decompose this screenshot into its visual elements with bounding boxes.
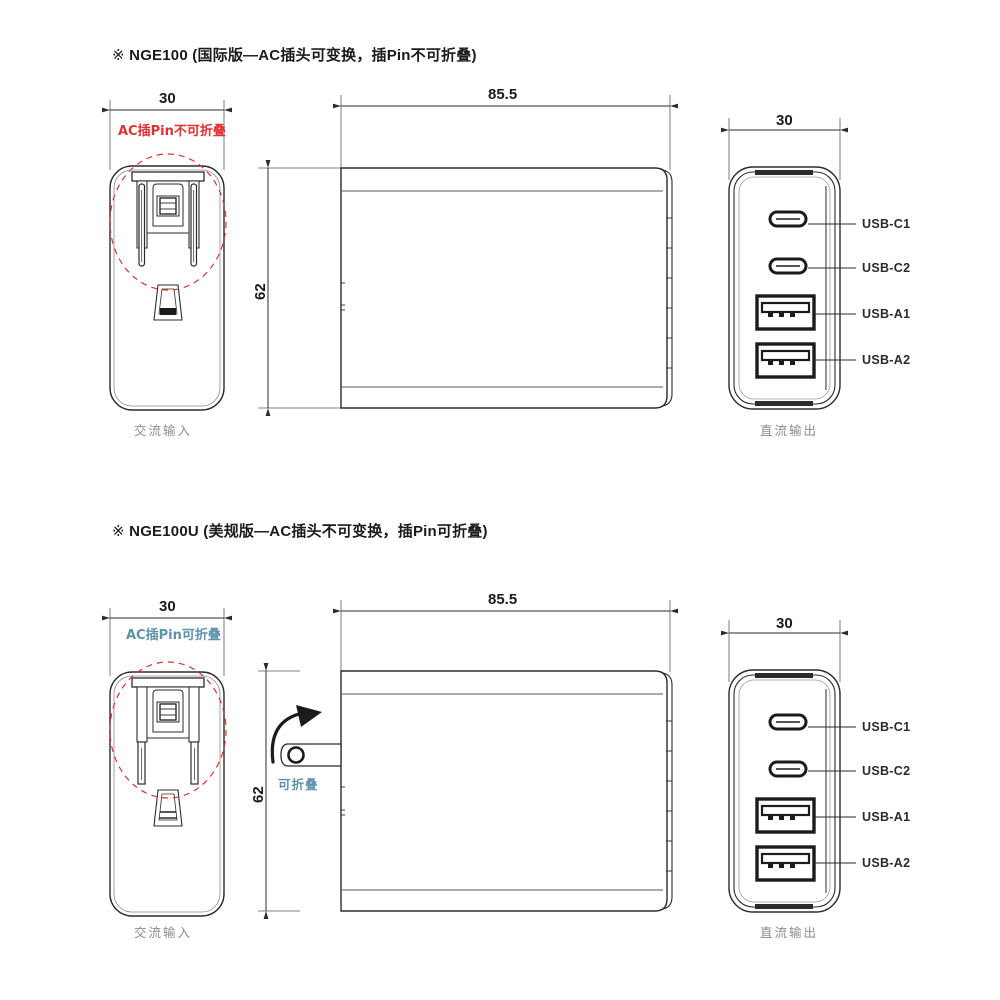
dim-label-right-width-2: 30: [776, 615, 793, 632]
heading-mark: ※: [112, 47, 125, 64]
callout-text-blue-2: AC插Pin可折叠: [126, 628, 221, 643]
section-heading-nge100: ※ NGE100 (国际版—AC插头可变换，插Pin不可折叠): [112, 44, 477, 65]
port-label-usb-c1-1: USB-C1: [862, 217, 911, 231]
view-front-1: [258, 95, 678, 416]
dim-label-left-width-1: 30: [159, 90, 176, 107]
port-label-usb-a1-1: USB-A1: [862, 307, 911, 321]
dim-label-front-height-2: 62: [250, 786, 267, 803]
view-left-ac-input-1: [102, 100, 232, 411]
dim-width-855-2: [333, 600, 678, 672]
port-usb-c2-2: [768, 760, 856, 778]
dim-width-30-right-2: [721, 620, 848, 682]
heading-description-2: (美规版—AC插头不可变换，插Pin可折叠): [203, 523, 488, 540]
port-usb-a2-2: [755, 845, 856, 882]
port-usb-a1-2: [755, 797, 856, 834]
port-label-usb-c2-2: USB-C2: [862, 764, 911, 778]
dim-label-left-width-2: 30: [159, 598, 176, 615]
callout-ellipse-red-1: [109, 153, 227, 291]
fold-out-plug-2: [280, 743, 342, 767]
caption-ac-input-1: 交流输入: [134, 423, 193, 438]
dim-width-855-1: [333, 95, 678, 170]
callout-ellipse-red-2: [109, 661, 227, 799]
port-label-usb-a1-2: USB-A1: [862, 810, 911, 824]
dim-label-front-width-2: 85.5: [488, 591, 518, 608]
view-left-ac-input-2: [102, 608, 232, 917]
view-front-2: [258, 600, 678, 919]
fold-rotation-arrow-2: [270, 705, 322, 764]
port-usb-c2-1: [768, 257, 856, 275]
heading-description: (国际版—AC插头可变换，插Pin不可折叠): [192, 47, 477, 64]
view-right-dc-output-2: [721, 620, 856, 913]
dim-width-30-left-1: [102, 100, 232, 170]
callout-text-red-1: AC插Pin不可折叠: [118, 124, 226, 139]
section-heading-nge100u: ※ NGE100U (美规版—AC插头不可变换，插Pin可折叠): [112, 520, 488, 541]
dim-height-62-2: [258, 663, 300, 919]
port-usb-a1-1: [755, 294, 856, 331]
housing-outline-front-2: [340, 670, 673, 912]
housing-outline-front-1: [340, 167, 673, 409]
fold-note-text-2: 可折叠: [278, 777, 319, 792]
port-label-usb-c2-1: USB-C2: [862, 261, 911, 275]
dim-width-30-left-2: [102, 608, 232, 676]
port-usb-a2-1: [755, 342, 856, 379]
dim-width-30-right-1: [721, 118, 848, 180]
port-usb-c1-2: [768, 713, 856, 731]
caption-dc-output-1: 直流输出: [760, 423, 819, 438]
heading-model: NGE100: [129, 47, 188, 64]
heading-mark-2: ※: [112, 523, 125, 540]
caption-dc-output-2: 直流输出: [760, 925, 819, 940]
port-label-usb-a2-1: USB-A2: [862, 353, 911, 367]
dim-label-right-width-1: 30: [776, 112, 793, 129]
heading-model-2: NGE100U: [129, 523, 199, 540]
ac-plug-eu-1: [131, 171, 205, 267]
caption-ac-input-2: 交流输入: [134, 925, 193, 940]
port-label-usb-a2-2: USB-A2: [862, 856, 911, 870]
port-usb-c1-1: [768, 210, 856, 228]
ac-plug-us-2: [131, 677, 205, 785]
dim-label-front-width-1: 85.5: [488, 86, 518, 103]
view-right-dc-output-1: [721, 118, 856, 410]
dim-height-62-1: [258, 160, 345, 416]
port-label-usb-c1-2: USB-C1: [862, 720, 911, 734]
lower-tab-1: [153, 284, 183, 321]
lower-tab-2: [153, 789, 183, 827]
